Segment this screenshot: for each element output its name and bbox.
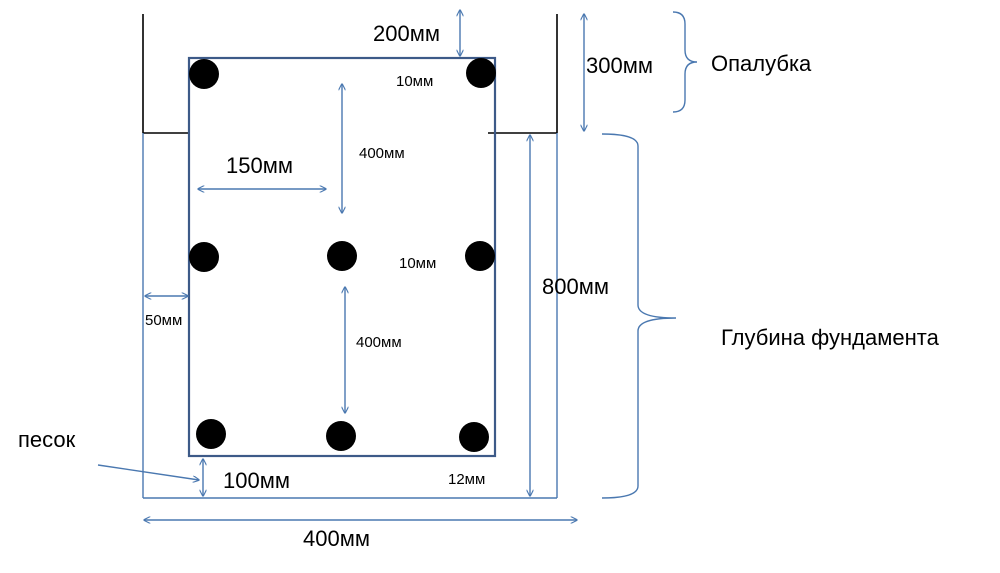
- label-400mm-lower: 400мм: [356, 334, 402, 351]
- label-100mm: 100мм: [223, 468, 290, 493]
- rebar-bottom-right: [459, 422, 489, 452]
- labels: 200мм 300мм Опалубка 10мм 150мм 400мм 10…: [18, 21, 940, 551]
- label-400mm-upper: 400мм: [359, 145, 405, 162]
- rebar-top-left: [189, 59, 219, 89]
- rebar-bottom-left: [196, 419, 226, 449]
- label-800mm: 800мм: [542, 274, 609, 299]
- brace-depth: [601, 133, 677, 499]
- rebar-mid-left: [189, 242, 219, 272]
- rebar-mid-right: [465, 241, 495, 271]
- rebar-group: [189, 58, 496, 452]
- label-50mm: 50мм: [145, 312, 182, 329]
- label-sand: песок: [18, 427, 76, 452]
- rebar-top-right: [466, 58, 496, 88]
- label-cover-top: 10мм: [396, 73, 433, 90]
- label-150mm: 150мм: [226, 153, 293, 178]
- arrow-sand-pointer: [97, 464, 199, 480]
- label-400mm-width: 400мм: [303, 526, 370, 551]
- dimension-arrows: [97, 10, 584, 520]
- formwork-boards: [142, 14, 558, 134]
- brace-formwork: [672, 11, 698, 113]
- rebar-mid-center: [327, 241, 357, 271]
- label-12mm: 12мм: [448, 471, 485, 488]
- label-cover-mid: 10мм: [399, 255, 436, 272]
- label-200mm: 200мм: [373, 21, 440, 46]
- label-300mm: 300мм: [586, 53, 653, 78]
- rebar-bottom-center: [326, 421, 356, 451]
- label-formwork: Опалубка: [711, 51, 812, 76]
- label-depth: Глубина фундамента: [721, 325, 940, 350]
- trench-outline: [142, 133, 558, 499]
